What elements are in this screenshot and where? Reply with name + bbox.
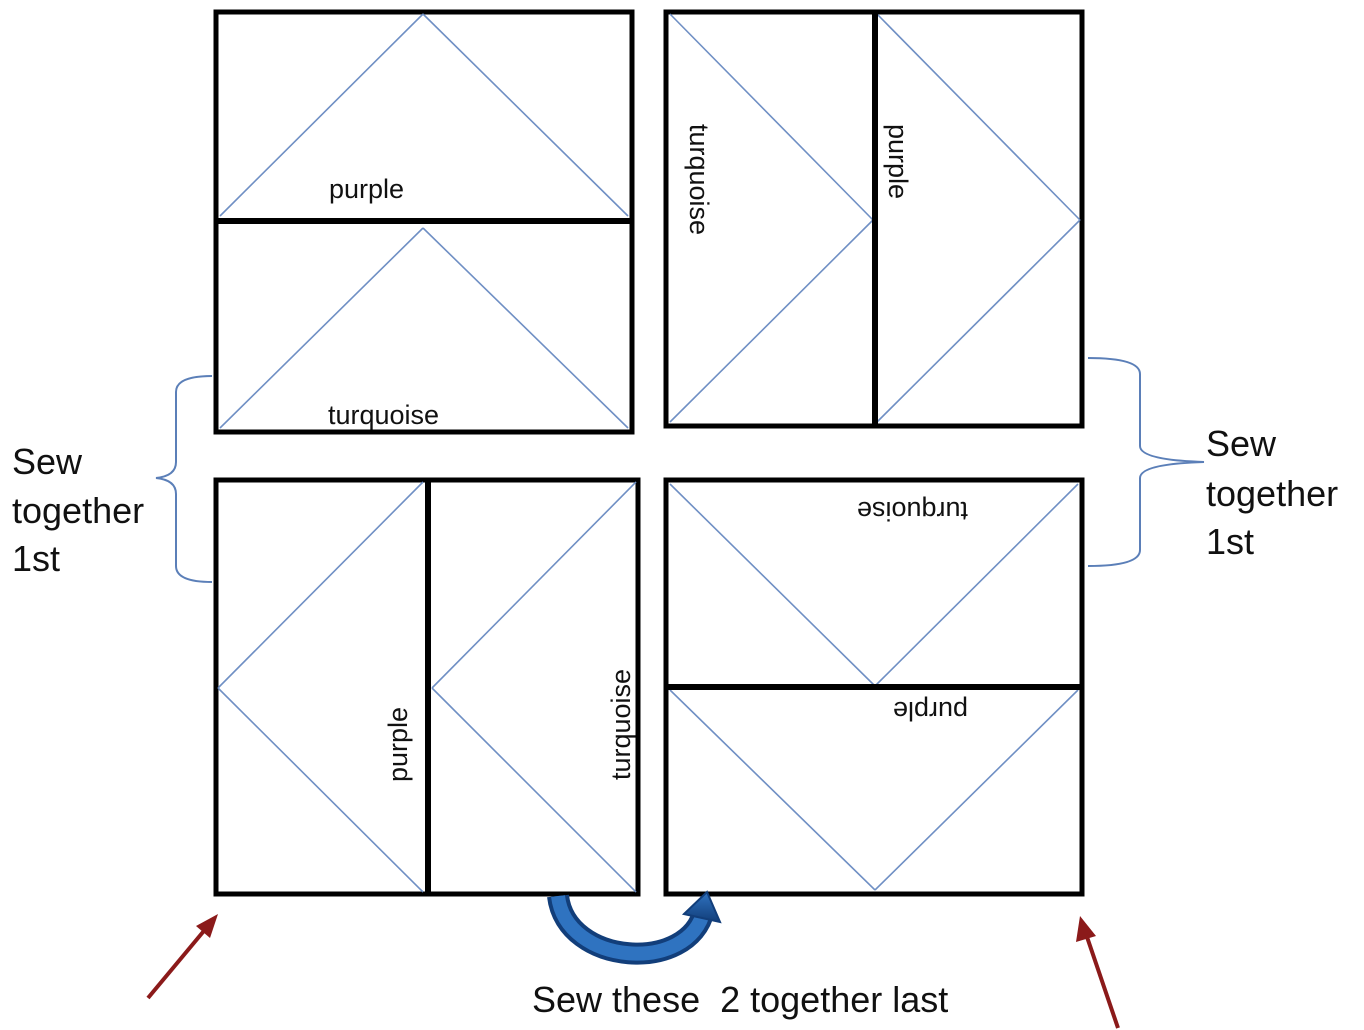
block-bottom-left: purple turquoise — [213, 477, 641, 897]
left-sew-note: Sew together 1st — [12, 441, 144, 579]
note-line: Sew — [1206, 423, 1277, 464]
sew-last-note: Sew these 2 together last — [532, 979, 948, 1020]
note-line: Sew — [12, 441, 83, 482]
note-line: together — [1206, 473, 1338, 514]
pointer-arrow-right-icon — [1076, 916, 1120, 1029]
patch-label-turquoise: turquoise — [684, 124, 714, 235]
curved-arrow-icon — [547, 890, 722, 965]
right-sew-note: Sew together 1st — [1206, 423, 1338, 562]
left-curly-bracket — [155, 375, 213, 583]
patch-label-turquoise: turquoise — [857, 496, 968, 526]
note-line: 1st — [12, 538, 60, 579]
block-top-right: turquoise purple — [663, 9, 1085, 429]
block-bottom-right: turquoise purple — [663, 477, 1085, 897]
note-line: together — [12, 490, 144, 531]
patch-label-purple: purple — [893, 696, 968, 726]
pointer-arrow-left-icon — [146, 914, 218, 1000]
patch-label-purple: purple — [329, 174, 404, 204]
patch-label-turquoise: turquoise — [606, 669, 636, 780]
patch-label-purple: purple — [383, 707, 413, 782]
note-line: 1st — [1206, 521, 1254, 562]
patch-label-purple: purple — [883, 124, 913, 199]
right-curly-bracket — [1087, 357, 1205, 567]
block-top-left: purple turquoise — [213, 9, 635, 435]
patch-label-turquoise: turquoise — [328, 400, 439, 430]
